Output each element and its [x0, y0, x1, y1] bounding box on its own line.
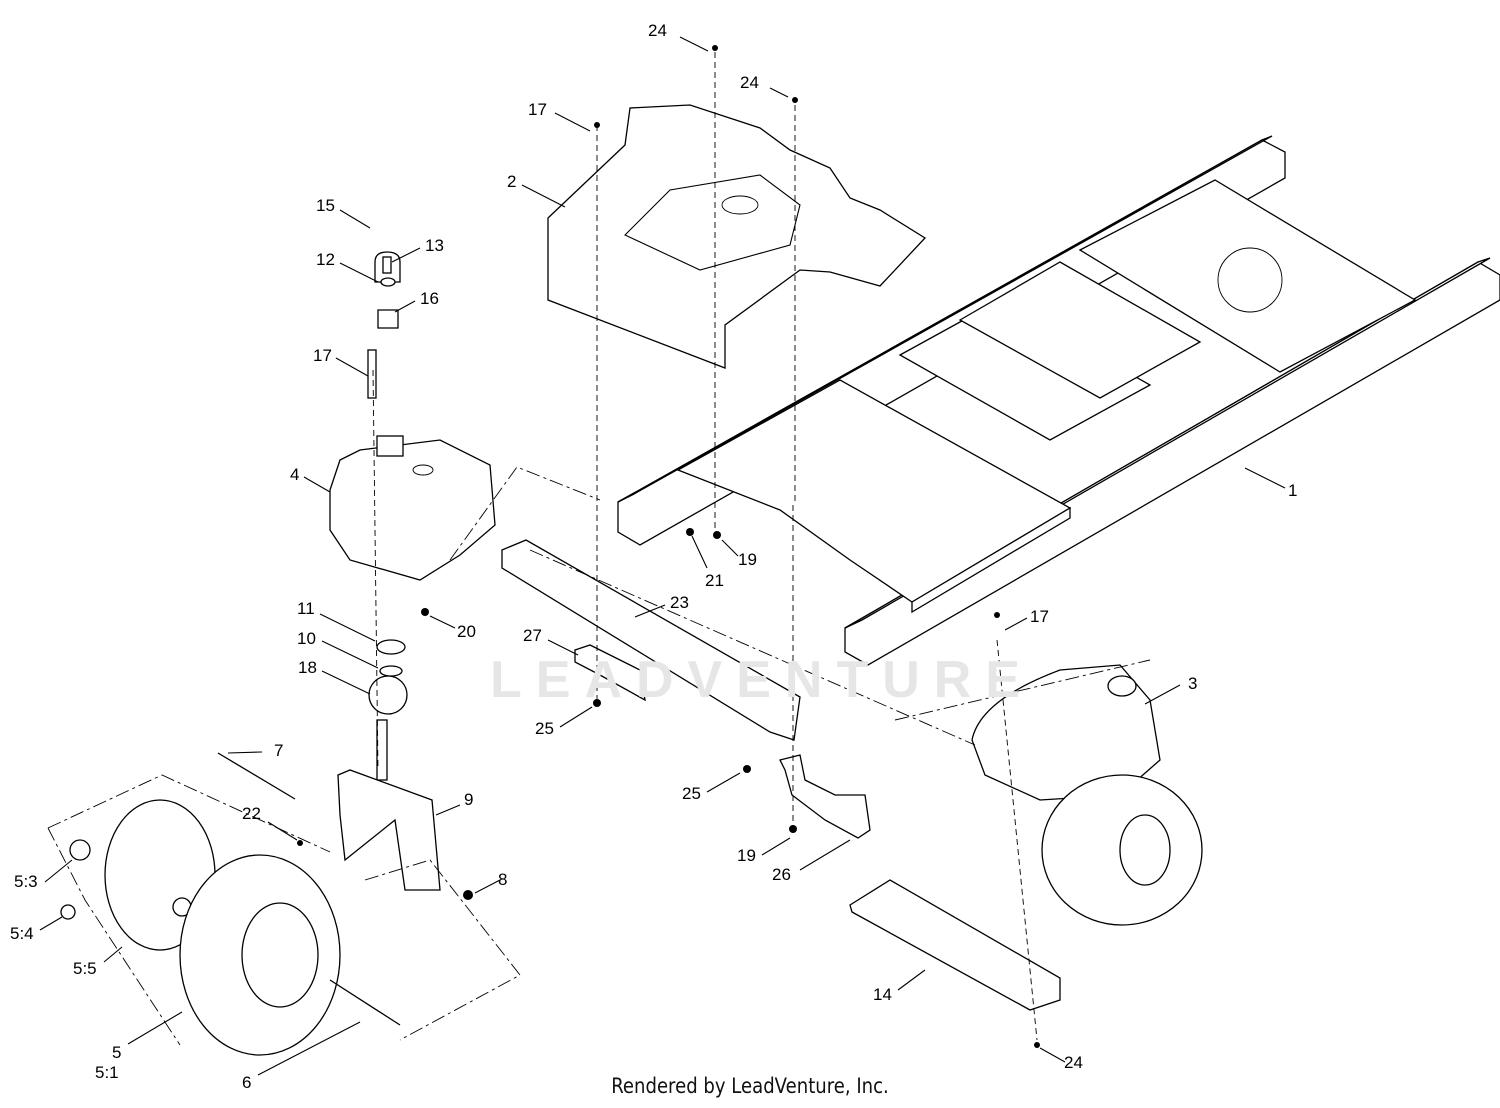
cap-stack: [367, 251, 401, 399]
callout-1: 1: [1288, 481, 1298, 500]
callout-6: 6: [242, 1073, 252, 1092]
footer-credit: Rendered by LeadVenture, Inc.: [611, 1074, 889, 1098]
callout-11: 11: [297, 599, 315, 618]
left-wheel: [60, 799, 401, 1056]
callout-21: 21: [705, 571, 724, 590]
callout-22: 22: [242, 804, 261, 823]
callout-23: 23: [670, 593, 689, 612]
footrest-plate: [547, 104, 927, 369]
callout-2: 2: [507, 172, 517, 191]
leader-lines: [39, 36, 1286, 1076]
crossbar: [501, 539, 801, 741]
assembly-guide-lines: [47, 52, 1151, 1046]
callout-5-4: 5:4: [10, 924, 34, 943]
bracket-26: [779, 754, 871, 839]
callout-14: 14: [873, 985, 892, 1004]
callout-4: 4: [290, 465, 300, 484]
callout-17-right: 17: [1030, 607, 1049, 626]
callout-24-top: 24: [648, 21, 667, 40]
right-caster: [971, 664, 1203, 926]
axle-bolt: [217, 752, 296, 800]
callout-8: 8: [498, 870, 508, 889]
callout-5: 5: [112, 1043, 122, 1062]
callout-24-bottom: 24: [1064, 1053, 1083, 1072]
callout-5-5: 5:5: [73, 959, 97, 978]
callout-18: 18: [298, 658, 317, 677]
callout-19-upper: 19: [738, 550, 757, 569]
callout-16: 16: [420, 289, 439, 308]
callout-25-left: 25: [535, 719, 554, 738]
fastener-dots: [297, 45, 1040, 1048]
callout-25-right: 25: [682, 784, 701, 803]
bearing-stack: [368, 639, 408, 715]
callout-15: 15: [316, 196, 335, 215]
callout-17-left: 17: [313, 346, 332, 365]
callout-9: 9: [464, 790, 474, 809]
callout-17-top: 17: [528, 100, 547, 119]
callout-5-1: 5:1: [95, 1063, 119, 1082]
left-caster-housing: [329, 435, 496, 581]
callout-24-upper: 24: [740, 73, 759, 92]
callout-26: 26: [772, 865, 791, 884]
callout-5-3: 5:3: [14, 872, 38, 891]
caster-fork: [337, 719, 441, 891]
callout-13: 13: [425, 236, 444, 255]
callout-19-lower: 19: [737, 846, 756, 865]
callout-12: 12: [316, 250, 335, 269]
watermark: LEADVENTURE: [490, 651, 1035, 709]
callout-7: 7: [274, 741, 284, 760]
main-frame: [617, 135, 1500, 666]
bracket-27: [574, 644, 646, 702]
callout-3: 3: [1188, 674, 1198, 693]
callout-20: 20: [457, 622, 476, 641]
plate-14: [849, 879, 1061, 1011]
callout-27: 27: [523, 626, 542, 645]
callout-10: 10: [297, 629, 316, 648]
